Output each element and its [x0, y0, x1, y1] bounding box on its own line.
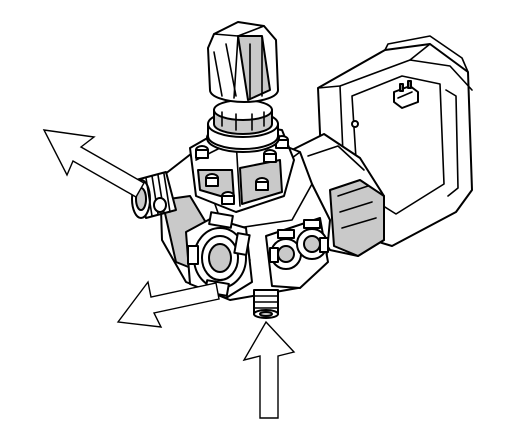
- valve-cartridges: [265, 217, 329, 289]
- adjustment-knob: [206, 21, 280, 153]
- flow-arrow-inlet-up-icon: [242, 320, 296, 419]
- flow-arrow-lower-left-icon: [116, 280, 220, 328]
- threaded-outlet-left: [131, 171, 177, 219]
- connector-icon: [393, 80, 419, 109]
- flow-arrow-upper-left-icon: [42, 129, 145, 198]
- indicator-dot: [351, 120, 359, 128]
- bottom-inlet-nozzle: [253, 289, 279, 319]
